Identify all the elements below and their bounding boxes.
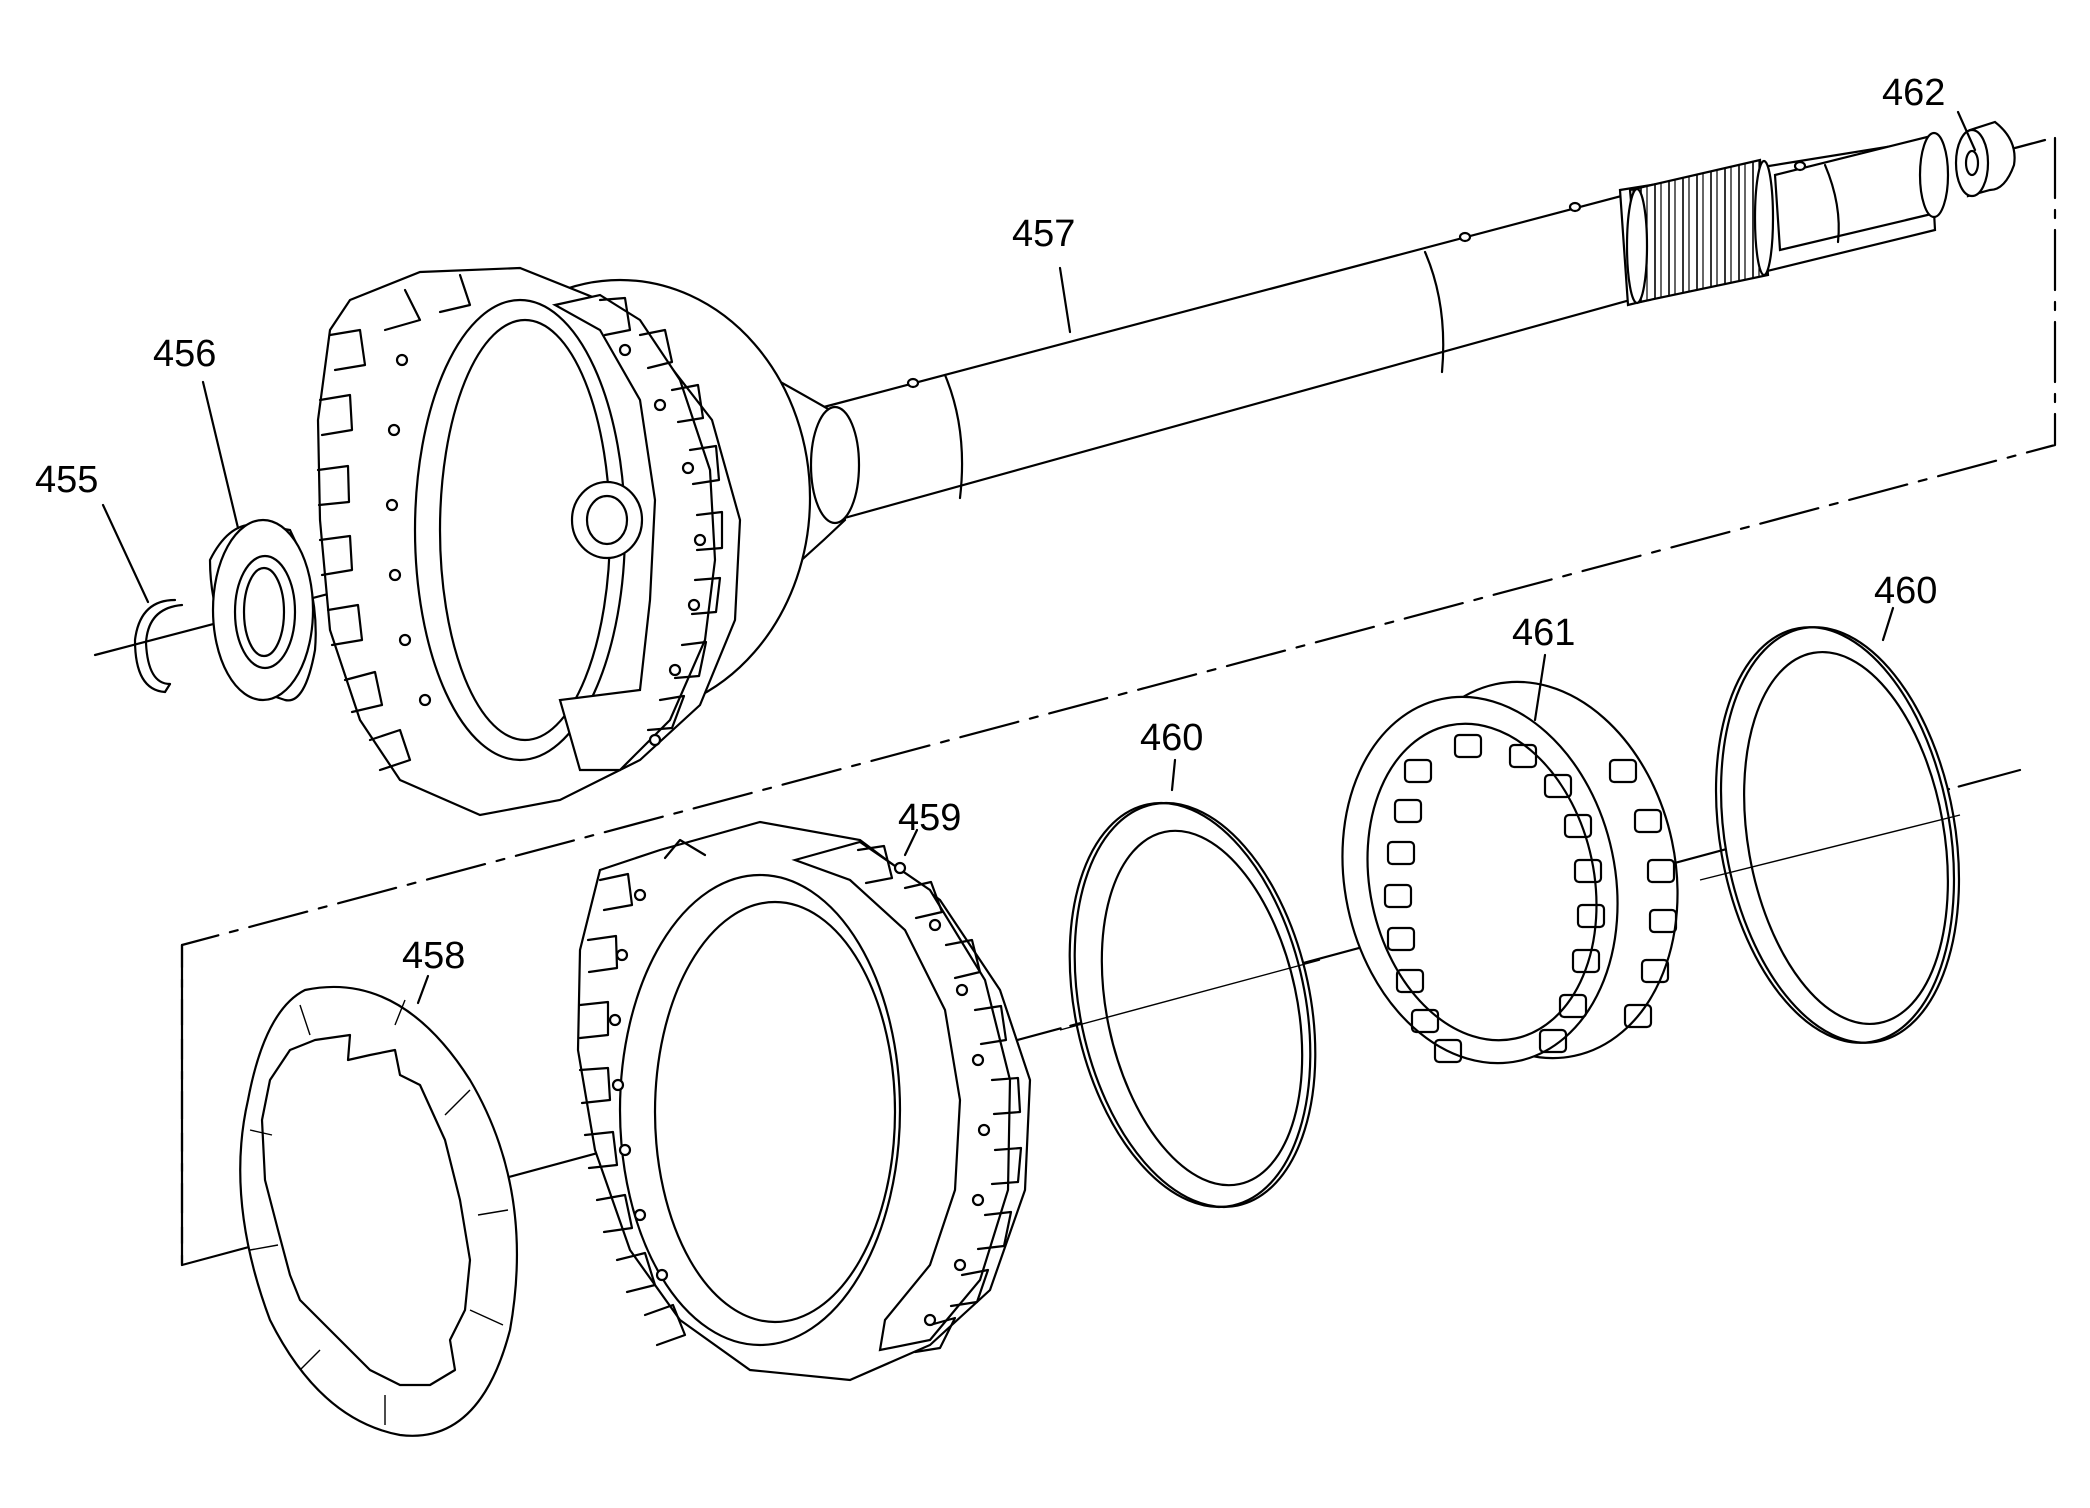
clutch-plate-458 xyxy=(239,985,519,1437)
one-way-clutch-461 xyxy=(1341,680,1679,1065)
thrust-washer-456 xyxy=(208,518,317,702)
input-shaft-457 xyxy=(818,131,1950,524)
callout-459: 459 xyxy=(898,797,961,839)
thrust-washer-460-b xyxy=(1714,626,1961,1044)
thrust-washer-460-a xyxy=(1068,801,1317,1209)
callout-labels: 455 456 457 458 459 460 460 461 462 xyxy=(35,72,1945,977)
bushing-462 xyxy=(1954,120,2016,198)
clutch-housing xyxy=(316,266,861,817)
callout-456: 456 xyxy=(153,333,216,375)
callout-460-right: 460 xyxy=(1874,570,1937,612)
assembly-bracket xyxy=(180,136,2057,1267)
leader-lines xyxy=(101,110,1977,1005)
clutch-drum-459 xyxy=(576,820,1032,1382)
callout-457: 457 xyxy=(1012,213,1075,255)
callout-458: 458 xyxy=(402,935,465,977)
snap-ring-455 xyxy=(133,598,184,694)
callout-460-middle: 460 xyxy=(1140,717,1203,759)
callout-461: 461 xyxy=(1512,612,1575,654)
callout-462: 462 xyxy=(1882,72,1945,114)
callout-455: 455 xyxy=(35,459,98,501)
